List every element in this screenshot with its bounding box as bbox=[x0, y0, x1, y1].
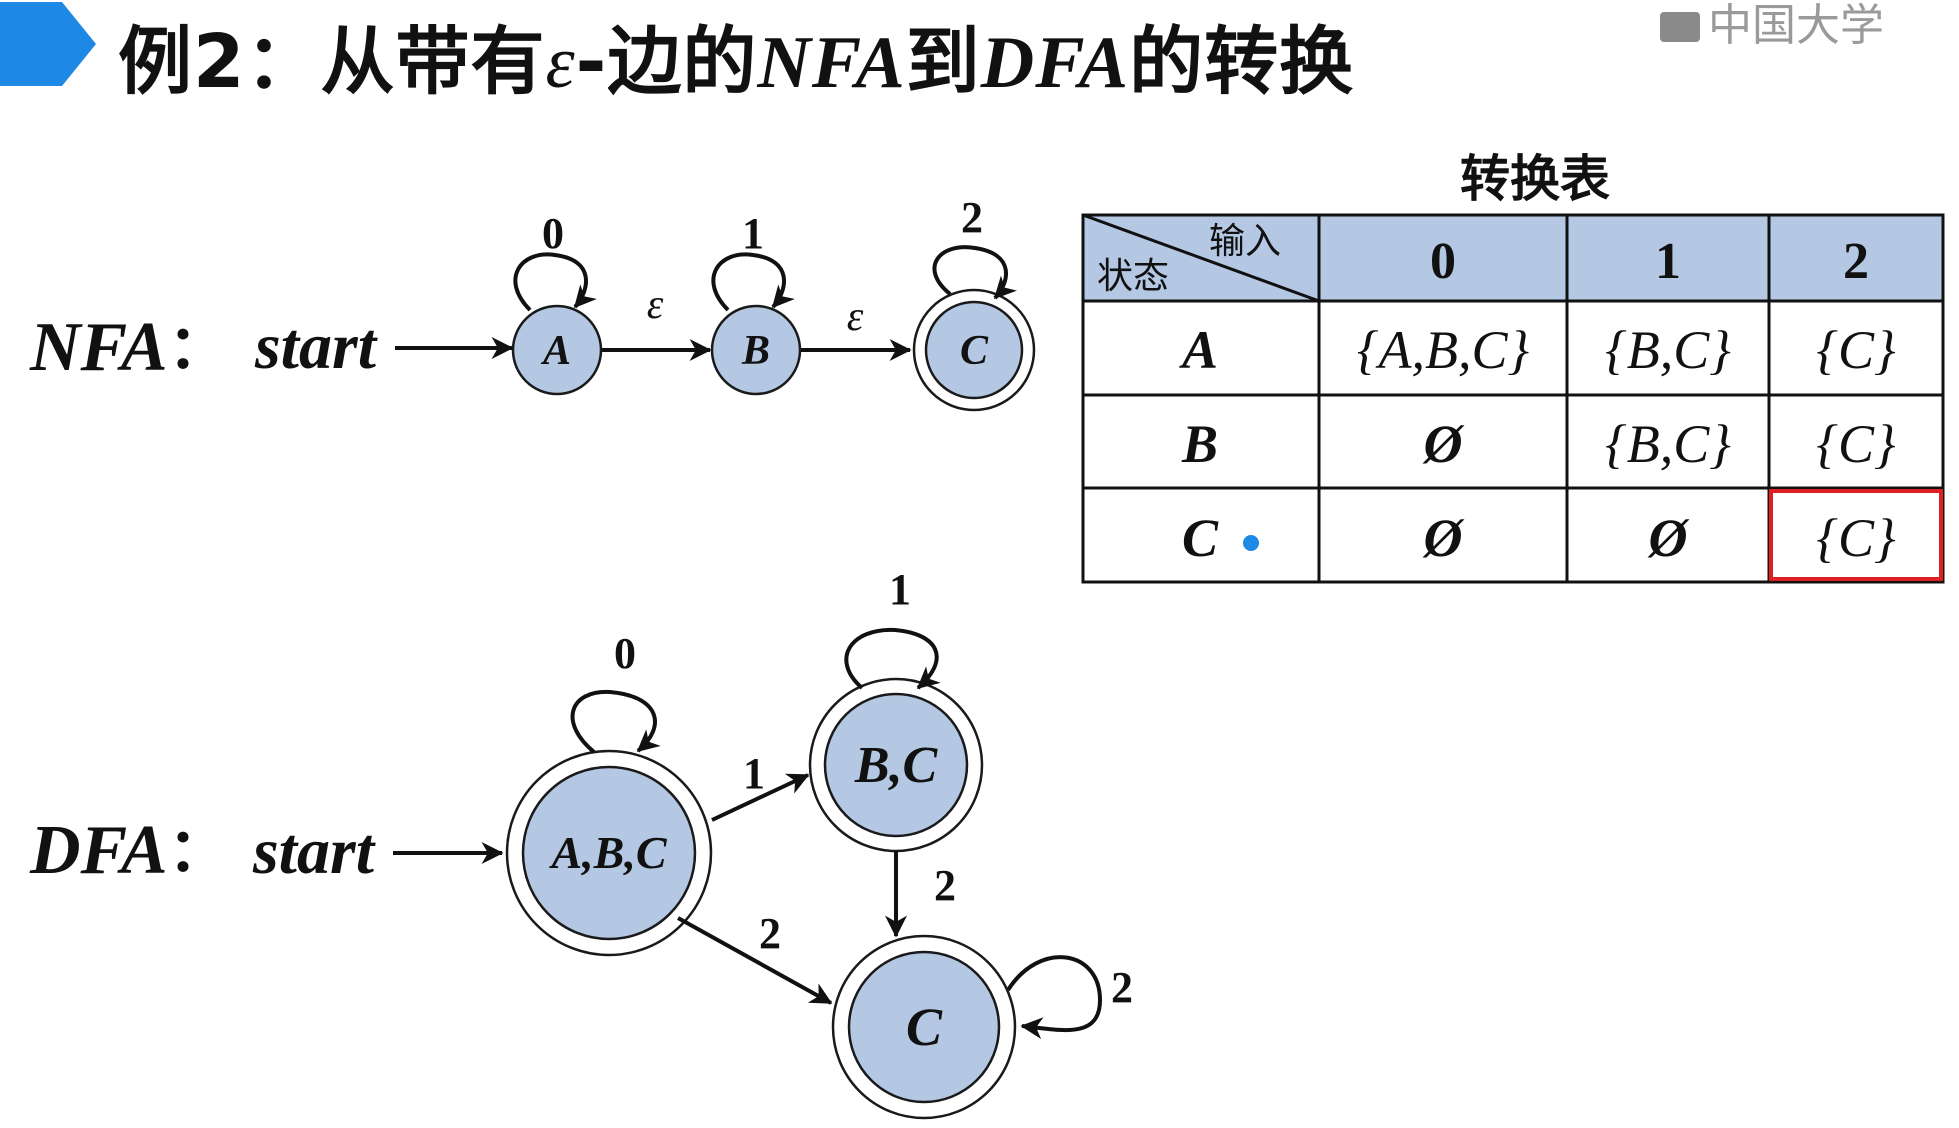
table-corner-input: 输入 bbox=[1209, 221, 1281, 262]
table-row: C Ø Ø {C} bbox=[1081, 486, 1945, 584]
table-row: A {A,B,C} {B,C} {C} bbox=[1081, 299, 1945, 397]
dfa-loop-abc bbox=[570, 689, 661, 754]
dfa-edge-abc-c-label: 2 bbox=[759, 909, 781, 958]
nfa-state-a: A 0 bbox=[511, 209, 603, 396]
nfa-loop-b-label: 1 bbox=[742, 209, 764, 258]
title-mid2: 到 bbox=[905, 19, 981, 105]
slide-title: 例2：从带有ε-边的NFA到DFA的转换 bbox=[118, 2, 1354, 109]
dfa-colon: ： bbox=[168, 816, 228, 886]
nfa-start-label: start bbox=[254, 310, 378, 383]
table-cell-bg bbox=[1081, 299, 1321, 397]
nfa-label: NFA bbox=[29, 309, 168, 386]
table-cell-bg bbox=[1317, 486, 1569, 584]
transition-table: 转换表 输入 状态 0 1 2 A {A,B,C} {B,C} {C} bbox=[1081, 150, 1945, 584]
dfa-loop-abc-label: 0 bbox=[614, 629, 636, 678]
table-header-1: 1 bbox=[1655, 233, 1681, 290]
table-title: 转换表 bbox=[1460, 150, 1610, 208]
table-cell-bg bbox=[1565, 486, 1771, 584]
nfa-state-b-label: B bbox=[741, 328, 770, 374]
table-cell: {A,B,C} bbox=[1357, 320, 1530, 380]
table-cell-bg bbox=[1081, 393, 1321, 490]
nfa-diagram: NFA ： start A 0 ε B 1 ε bbox=[29, 193, 1036, 412]
nfa-loop-a-label: 0 bbox=[542, 209, 564, 258]
table-cell: {C} bbox=[1816, 414, 1896, 474]
dfa-state-bc: B,C 1 bbox=[808, 565, 984, 853]
dfa-edge-abc-bc bbox=[711, 773, 810, 822]
nfa-state-c-circle bbox=[924, 300, 1024, 400]
title-arrow-icon bbox=[0, 2, 96, 86]
nfa-state-a-label: A bbox=[540, 328, 571, 374]
watermark-text: 中国大学 bbox=[1708, 0, 1884, 51]
dfa-state-bc-label: B,C bbox=[854, 737, 939, 794]
table-cell: Ø bbox=[1422, 414, 1465, 474]
table-cell-bg bbox=[1767, 486, 1945, 584]
table-cell: {C} bbox=[1816, 320, 1896, 380]
dfa-state-c-circle bbox=[847, 950, 1001, 1104]
watermark-logo-icon bbox=[1660, 12, 1700, 42]
dfa-edge-bc-c-label: 2 bbox=[934, 861, 956, 910]
nfa-state-a-circle bbox=[511, 304, 603, 396]
dfa-loop-c-label: 2 bbox=[1111, 963, 1133, 1012]
table-row: B Ø {B,C} {C} bbox=[1081, 393, 1945, 490]
nfa-state-c: C 2 bbox=[912, 193, 1036, 412]
table-highlight-box bbox=[1769, 489, 1943, 581]
table-row-state: A bbox=[1179, 320, 1218, 380]
nfa-edge-a-b-label: ε bbox=[647, 282, 664, 328]
nfa-state-c-label: C bbox=[960, 328, 989, 374]
table-cell: {B,C} bbox=[1605, 320, 1731, 380]
nfa-loop-c-label: 2 bbox=[961, 193, 983, 242]
dfa-diagram: DFA ： start A,B,C 0 B,C 1 bbox=[29, 565, 1133, 1120]
title-mid1: -边的 bbox=[575, 19, 758, 105]
table-row-state: B bbox=[1181, 414, 1218, 474]
dfa-loop-c bbox=[1006, 955, 1103, 1040]
dfa-state-c-label: C bbox=[906, 997, 943, 1057]
nfa-loop-c bbox=[932, 245, 1017, 300]
dfa-state-bc-circle bbox=[823, 692, 969, 838]
dfa-state-abc: A,B,C 0 bbox=[505, 629, 713, 957]
title-epsilon: ε bbox=[545, 22, 576, 104]
watermark: 中国大学 bbox=[1660, 0, 1959, 52]
dfa-loop-bc bbox=[844, 627, 941, 690]
dfa-state-c: C 2 bbox=[831, 934, 1133, 1120]
table-header-0: 0 bbox=[1430, 233, 1456, 290]
dfa-start-label: start bbox=[252, 815, 376, 888]
table-corner-diagonal bbox=[1082, 213, 1320, 303]
table-cell: Ø bbox=[1422, 508, 1465, 568]
nfa-edge-b-c-label: ε bbox=[847, 294, 864, 340]
dfa-state-abc-circle bbox=[521, 765, 697, 941]
table-header-cell-2 bbox=[1767, 213, 1945, 303]
title-prefix: 例2：从带有 bbox=[118, 19, 546, 105]
dfa-loop-bc-label: 1 bbox=[889, 565, 911, 614]
title-dfa: DFA bbox=[980, 22, 1130, 104]
table-cell-bg bbox=[1565, 299, 1771, 397]
nfa-loop-b bbox=[711, 252, 795, 312]
table-cell: Ø bbox=[1647, 508, 1690, 568]
table-header-cell-1 bbox=[1565, 213, 1771, 303]
title-nfa: NFA bbox=[757, 22, 906, 104]
table-header-cell-0 bbox=[1317, 213, 1569, 303]
table-cell: {B,C} bbox=[1605, 414, 1731, 474]
nfa-state-b: B 1 bbox=[710, 209, 802, 396]
cursor-dot-icon bbox=[1243, 535, 1259, 551]
table-row-state: C bbox=[1182, 508, 1219, 568]
dfa-state-abc-label: A,B,C bbox=[548, 827, 667, 878]
table-corner-state: 状态 bbox=[1097, 256, 1169, 297]
title-suffix: 的转换 bbox=[1129, 19, 1355, 105]
dfa-edge-abc-bc-label: 1 bbox=[743, 749, 765, 798]
dfa-label: DFA bbox=[29, 812, 168, 889]
dfa-edge-abc-c bbox=[677, 916, 833, 1005]
nfa-loop-a bbox=[513, 252, 597, 312]
table-header-2: 2 bbox=[1843, 233, 1869, 290]
table-cell: {C} bbox=[1816, 508, 1896, 568]
nfa-colon: ： bbox=[168, 313, 228, 383]
nfa-state-b-circle bbox=[710, 304, 802, 396]
